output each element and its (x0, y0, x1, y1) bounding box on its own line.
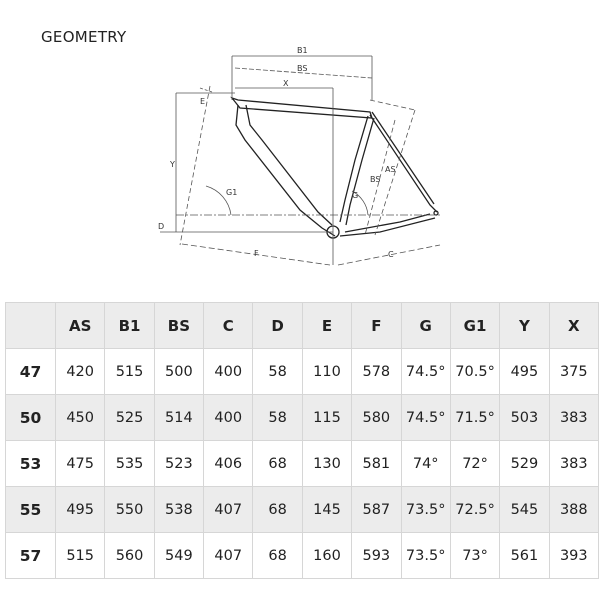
table-cell: 74.5° (400, 394, 451, 441)
table-cell: 130 (301, 440, 353, 487)
table-cell: 73° (449, 532, 501, 579)
table-cell: 407 (203, 532, 254, 579)
table-cell: 393 (548, 532, 600, 579)
table-cell: 515 (104, 348, 155, 395)
table-cell: 73.5° (400, 486, 451, 533)
table-cell: 145 (301, 486, 353, 533)
label-x: X (283, 79, 289, 88)
column-header: B1 (104, 302, 155, 349)
table-cell: 580 (351, 394, 402, 441)
table-cell: 529 (499, 440, 550, 487)
table-cell: 549 (153, 532, 205, 579)
frame-size-cell: 57 (5, 532, 56, 579)
dimension-lines (160, 55, 441, 266)
table-cell: 68 (252, 486, 303, 533)
table-cell: 500 (153, 348, 205, 395)
table-cell: 400 (203, 394, 254, 441)
column-header: F (351, 302, 402, 349)
label-as: AS (385, 165, 396, 174)
table-cell: 420 (54, 348, 106, 395)
table-cell: 68 (252, 440, 303, 487)
column-header: G1 (449, 302, 501, 349)
column-header: D (252, 302, 303, 349)
table-cell: 72° (449, 440, 501, 487)
table-cell: 450 (54, 394, 106, 441)
label-bs: BS (297, 64, 307, 73)
label-d: D (158, 222, 164, 231)
table-cell: 550 (104, 486, 155, 533)
column-header: C (203, 302, 254, 349)
table-cell: 375 (548, 348, 600, 395)
table-cell: 561 (499, 532, 550, 579)
label-y: Y (169, 160, 175, 169)
label-e: E (200, 97, 205, 106)
table-cell: 515 (54, 532, 106, 579)
label-g1: G1 (226, 188, 237, 197)
table-cell: 578 (351, 348, 402, 395)
table-cell: 72.5° (449, 486, 501, 533)
table-cell: 545 (499, 486, 550, 533)
table-cell: 503 (499, 394, 550, 441)
table-cell: 495 (499, 348, 550, 395)
frame-size-cell: 50 (5, 394, 56, 441)
column-header: BS (153, 302, 205, 349)
frame-size-cell: 47 (5, 348, 56, 395)
frame-outline (230, 96, 439, 239)
table-cell: 407 (203, 486, 254, 533)
frame-size-cell: 55 (5, 486, 56, 533)
column-header (5, 302, 56, 349)
table-cell: 383 (548, 394, 600, 441)
table-cell: 475 (54, 440, 106, 487)
table-cell: 115 (301, 394, 353, 441)
table-cell: 495 (54, 486, 106, 533)
frame-size-cell: 53 (5, 440, 56, 487)
table-cell: 514 (153, 394, 205, 441)
column-header: G (400, 302, 451, 349)
column-header: Y (499, 302, 550, 349)
table-cell: 593 (351, 532, 402, 579)
table-cell: 70.5° (449, 348, 501, 395)
table-cell: 74° (400, 440, 451, 487)
table-cell: 58 (252, 348, 303, 395)
table-cell: 73.5° (400, 532, 451, 579)
column-header: E (301, 302, 353, 349)
label-g: G (352, 191, 358, 200)
label-bs-seat: BS (370, 175, 380, 184)
table-cell: 587 (351, 486, 402, 533)
table-cell: 71.5° (449, 394, 501, 441)
table-cell: 406 (203, 440, 254, 487)
page-title: GEOMETRY (41, 28, 127, 46)
table-cell: 68 (252, 532, 303, 579)
table-cell: 58 (252, 394, 303, 441)
table-cell: 160 (301, 532, 353, 579)
frame-geometry-diagram: B1 BS X E Y G1 G BS AS D F C (158, 46, 441, 266)
table-cell: 523 (153, 440, 205, 487)
table-cell: 74.5° (400, 348, 451, 395)
label-c: C (388, 250, 394, 259)
table-cell: 110 (301, 348, 353, 395)
label-f: F (254, 249, 259, 258)
table-cell: 538 (153, 486, 205, 533)
column-header: X (548, 302, 600, 349)
table-cell: 535 (104, 440, 155, 487)
table-cell: 383 (548, 440, 600, 487)
table-cell: 581 (351, 440, 402, 487)
table-cell: 400 (203, 348, 254, 395)
table-cell: 560 (104, 532, 155, 579)
table-cell: 525 (104, 394, 155, 441)
column-header: AS (54, 302, 106, 349)
table-cell: 388 (548, 486, 600, 533)
label-b1: B1 (297, 46, 308, 55)
